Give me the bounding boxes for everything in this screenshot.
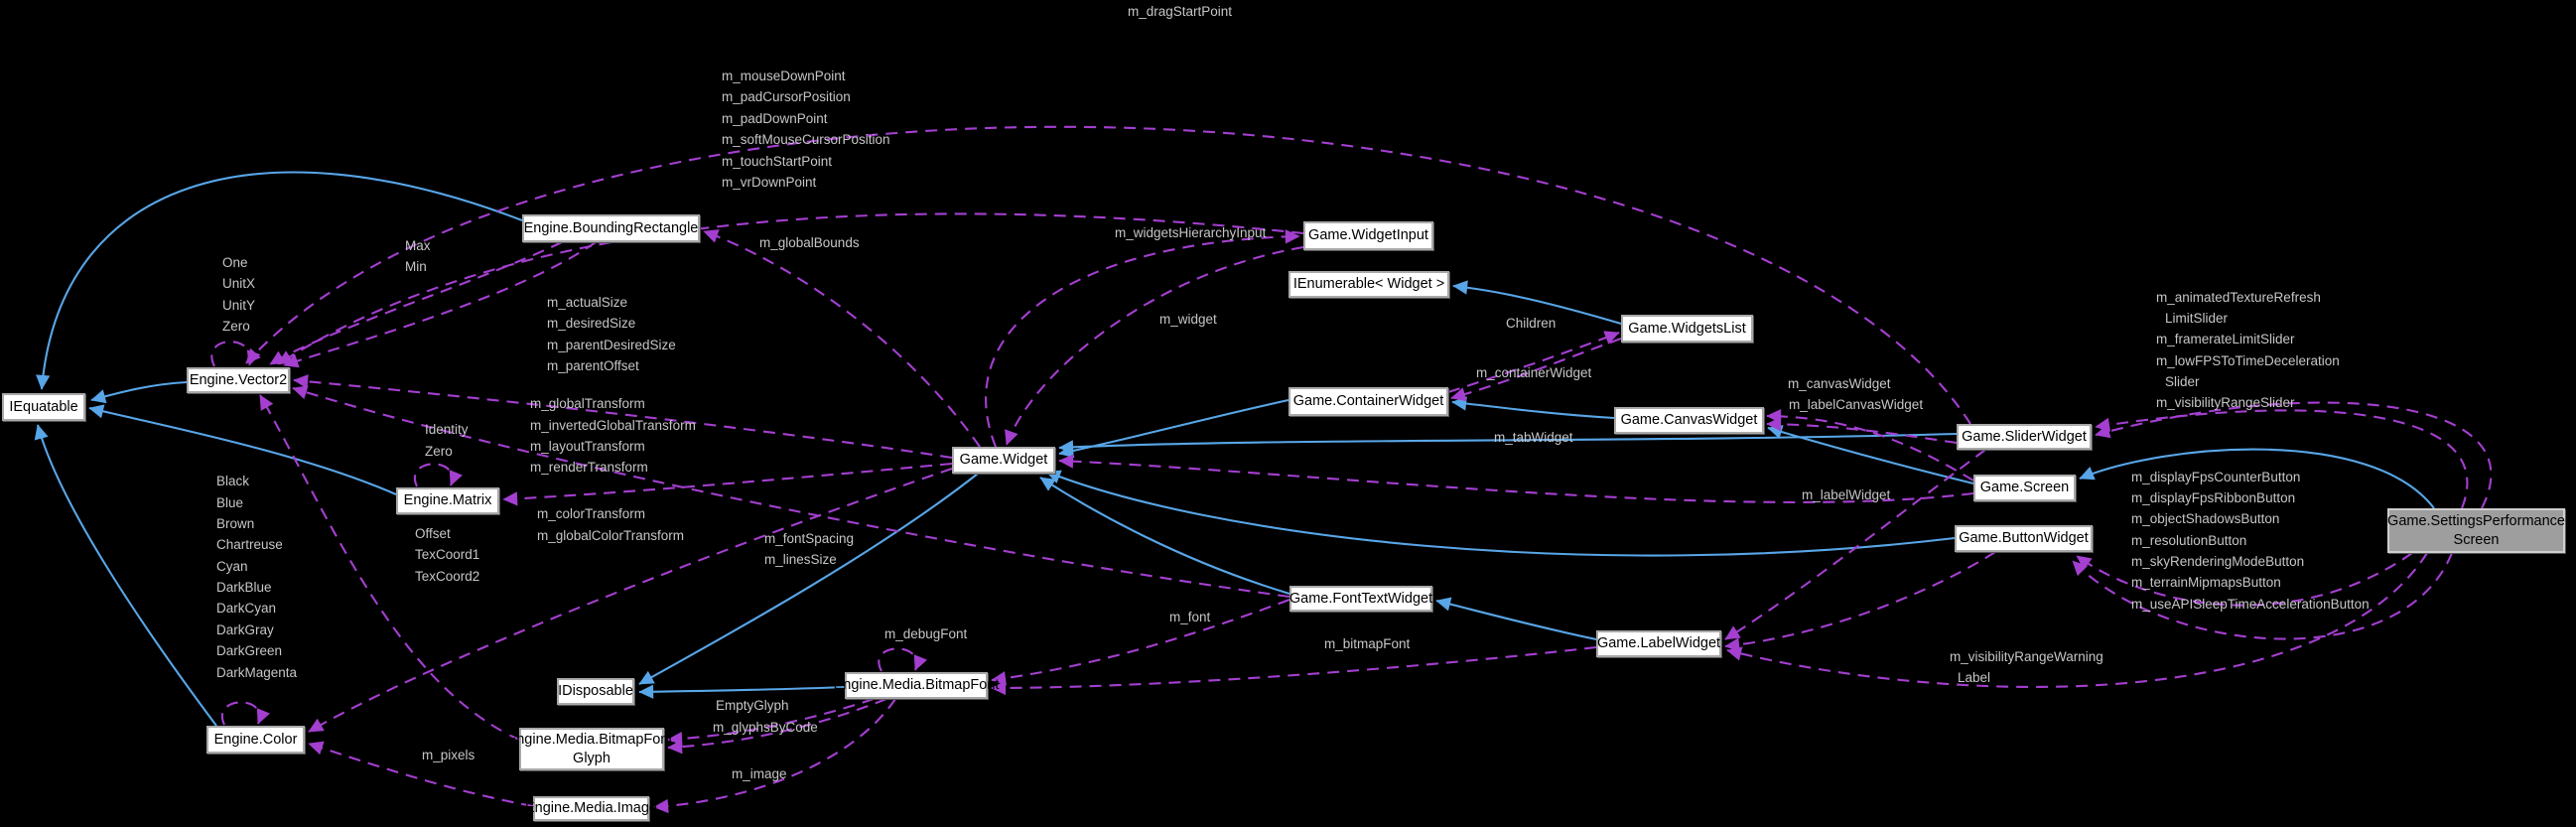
edge-game-widget-to-engine-color — [308, 468, 953, 733]
class-node-engine-vector2[interactable]: Engine.Vector2 — [187, 367, 290, 393]
edge-engine-media-bitmapfont-to-engine-media-bitmapfont-glyph — [667, 698, 887, 755]
class-node-game-settingsperformancescreen: Game.SettingsPerformance Screen — [2387, 508, 2565, 553]
edge-game-settingsperformancescreen-to-game-sliderwidget — [2095, 409, 2469, 509]
edge-game-settingsperformancescreen-to-game-screen — [2079, 448, 2435, 509]
edge-game-widget-to-idisposable — [638, 473, 979, 685]
class-node-ienumerable-widget[interactable]: IEnumerable< Widget > — [1288, 271, 1449, 298]
class-node-game-containerwidget[interactable]: Game.ContainerWidget — [1288, 387, 1448, 416]
edge-engine-boundingrectangle-to-engine-vector2 — [269, 241, 563, 365]
class-node-game-widgetinput[interactable]: Game.WidgetInput — [1303, 221, 1433, 250]
class-node-engine-media-bitmapfont[interactable]: Engine.Media.BitmapFont — [834, 672, 999, 699]
edge-game-widgetinput-to-engine-vector2 — [277, 212, 1304, 365]
edge-engine-media-bitmapfont-glyph-to-engine-vector2 — [259, 394, 520, 741]
class-node-engine-media-bitmapfont-glyph[interactable]: Engine.Media.BitmapFont. Glyph — [507, 728, 676, 770]
edge-game-fonttextwidget-to-engine-vector2 — [292, 385, 1290, 599]
edge-game-screen-to-game-canvaswidget — [1766, 409, 1974, 482]
edge-game-sliderwidget-to-game-labelwidget — [1724, 449, 1986, 640]
edge-game-settingsperformancescreen-to-game-labelwidget — [1726, 552, 2428, 688]
edge-game-labelwidget-to-engine-media-bitmapfont — [991, 645, 1597, 696]
edge-engine-boundingrectangle-to-iequatable — [36, 171, 523, 390]
class-node-engine-boundingrectangle[interactable]: Engine.BoundingRectangle — [522, 214, 700, 242]
edge-game-widget-to-engine-boundingrectangle — [703, 229, 981, 448]
edge-engine-color-to-iequatable — [34, 424, 217, 727]
class-node-game-widget[interactable]: Game.Widget — [952, 447, 1055, 474]
edge-game-canvaswidget-to-game-containerwidget — [1451, 396, 1615, 420]
edge-game-containerwidget-to-game-widgetslist — [1447, 331, 1620, 393]
edge-engine-media-bitmapfont-to-engine-media-image — [653, 698, 896, 814]
edge-engine-color-to-engine-color — [220, 701, 270, 726]
edge-game-settingsperformancescreen-to-game-buttonwidget — [2072, 552, 2453, 640]
edge-game-fonttextwidget-to-engine-media-bitmapfont — [991, 599, 1290, 686]
edge-game-widget-to-game-widgetinput — [985, 229, 1300, 448]
edge-game-settingsperformancescreen-to-game-sliderwidget — [2095, 401, 2493, 509]
edge-game-fonttextwidget-to-game-widget — [1039, 477, 1290, 596]
edge-engine-media-bitmapfont-to-engine-media-bitmapfont — [878, 647, 927, 672]
edge-engine-boundingrectangle-to-engine-vector2 — [283, 241, 597, 368]
class-node-game-screen[interactable]: Game.Screen — [1973, 475, 2076, 501]
class-node-idisposable[interactable]: IDisposable — [557, 678, 634, 705]
class-node-iequatable[interactable]: IEquatable — [2, 393, 85, 421]
class-node-engine-color[interactable]: Engine.Color — [206, 726, 305, 754]
edge-game-screen-to-game-canvaswidget — [1767, 425, 1974, 485]
edge-game-settingsperformancescreen-to-game-buttonwidget — [2076, 552, 2413, 607]
edge-engine-matrix-to-iequatable — [88, 404, 397, 495]
edge-engine-media-image-to-engine-color — [308, 741, 534, 808]
edge-game-widgetslist-to-game-containerwidget — [1450, 338, 1622, 402]
edge-game-widgetinput-to-game-widget — [1005, 245, 1304, 446]
edge-game-sliderwidget-to-game-widget — [1058, 432, 1958, 455]
edge-engine-media-bitmapfont-to-idisposable — [638, 684, 846, 699]
class-node-game-sliderwidget[interactable]: Game.SliderWidget — [1957, 424, 2092, 450]
edge-game-labelwidget-to-game-fonttextwidget — [1435, 597, 1597, 641]
edge-engine-media-bitmapfont-to-engine-media-bitmapfont-glyph — [667, 698, 875, 747]
edge-game-containerwidget-to-game-widget — [1058, 398, 1289, 459]
edge-game-buttonwidget-to-game-widget — [1045, 470, 1956, 557]
edge-game-widget-to-engine-vector2 — [293, 374, 953, 460]
edge-game-sliderwidget-to-engine-vector2 — [245, 125, 1971, 425]
class-node-game-buttonwidget[interactable]: Game.ButtonWidget — [1955, 525, 2093, 552]
edge-engine-vector2-to-engine-vector2 — [210, 341, 261, 367]
class-node-game-labelwidget[interactable]: Game.LabelWidget — [1596, 630, 1721, 657]
class-node-game-fonttextwidget[interactable]: Game.FontTextWidget — [1289, 586, 1432, 612]
edge-game-sliderwidget-to-game-canvaswidget — [1766, 417, 1958, 445]
edge-game-widget-to-engine-matrix — [502, 462, 953, 506]
class-node-engine-matrix[interactable]: Engine.Matrix — [396, 487, 499, 514]
edge-game-screen-to-game-widget — [1058, 454, 1974, 503]
class-node-game-widgetslist[interactable]: Game.WidgetsList — [1621, 315, 1753, 343]
edge-game-buttonwidget-to-game-labelwidget — [1724, 551, 1996, 652]
class-node-engine-media-image[interactable]: Engine.Media.Image — [525, 796, 657, 821]
class-node-game-canvaswidget[interactable]: Game.CanvasWidget — [1614, 407, 1764, 434]
edge-engine-matrix-to-engine-matrix — [413, 463, 463, 487]
edge-engine-vector2-to-iequatable — [90, 380, 188, 404]
edge-game-widgetslist-to-ienumerable-widget — [1452, 280, 1622, 326]
